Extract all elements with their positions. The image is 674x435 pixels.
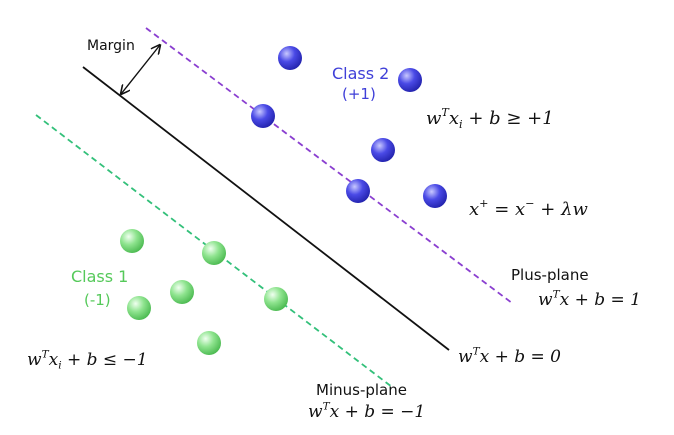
class2-point [423, 184, 447, 208]
margin-label: Margin [87, 38, 135, 54]
support-vector-relation-equation: x+ = x− + λw [469, 197, 588, 220]
class1-name-label: Class 1 [71, 267, 129, 286]
class1-point [127, 296, 151, 320]
class2-point [278, 46, 302, 70]
decision-boundary-line [82, 66, 450, 351]
class2-point [251, 104, 275, 128]
class2-value-label: (+1) [342, 85, 376, 103]
minus-plane-label: Minus-plane [316, 381, 407, 399]
class2-constraint-equation: wTxi + b ≥ +1 [426, 106, 554, 131]
class2-point [398, 68, 422, 92]
class2-points [251, 46, 447, 208]
class1-points [120, 229, 288, 355]
plus-plane-equation: wTx + b = 1 [538, 288, 641, 310]
class1-point [202, 241, 226, 265]
decision-boundary-equation: wTx + b = 0 [458, 345, 561, 367]
class1-point [197, 331, 221, 355]
class2-point [346, 179, 370, 203]
class1-point [170, 280, 194, 304]
class1-constraint-equation: wTxi + b ≤ −1 [27, 348, 148, 372]
minus-plane-equation: wTx + b = −1 [308, 400, 426, 422]
plus-plane-line [145, 27, 513, 304]
margin-arrow [121, 45, 160, 94]
class1-point [120, 229, 144, 253]
class2-point [371, 138, 395, 162]
plus-plane-label: Plus-plane [511, 266, 589, 284]
class1-value-label: (-1) [84, 291, 111, 309]
class1-point [264, 287, 288, 311]
class2-name-label: Class 2 [332, 64, 390, 83]
